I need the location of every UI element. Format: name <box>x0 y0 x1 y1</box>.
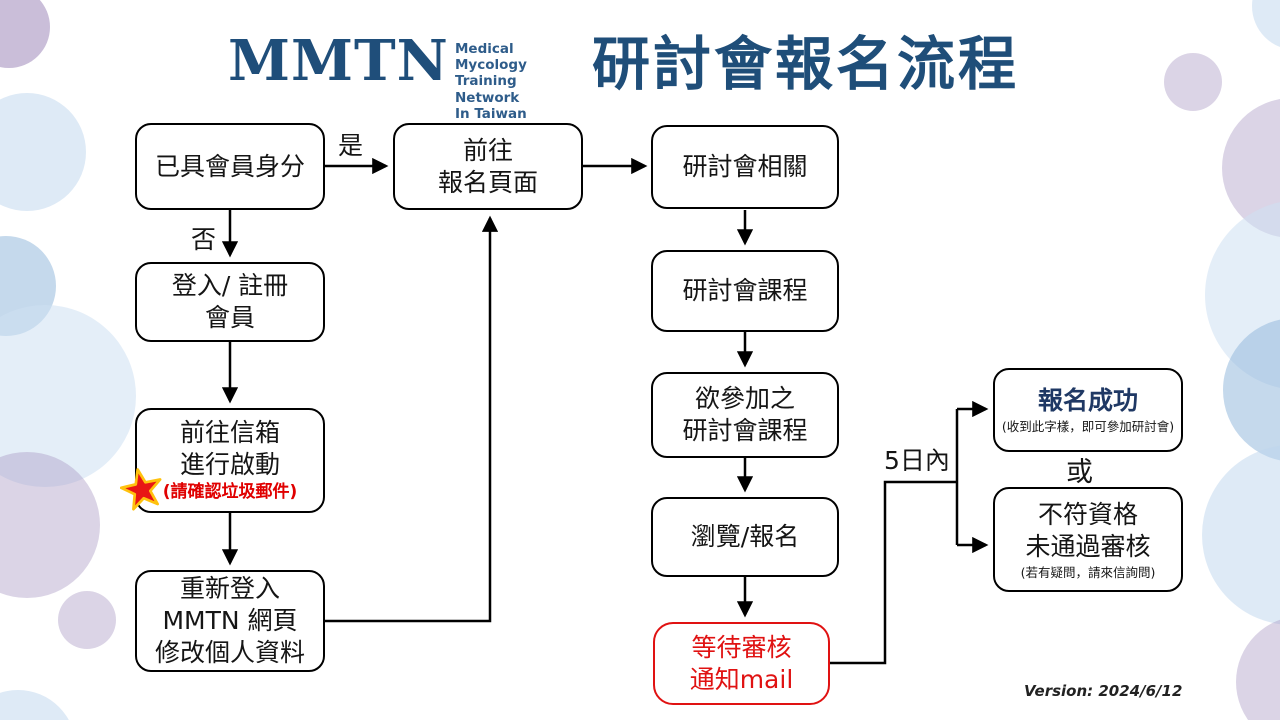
node-member-check: 已具會員身分 <box>135 123 325 210</box>
node-text: 研討會課程 <box>682 416 808 445</box>
logo-subtitle-line: In Taiwan <box>455 105 527 122</box>
logo-subtitle-line: Training Network <box>455 73 520 106</box>
label-no: 否 <box>191 225 217 254</box>
version-text: Version: 2024/6/12 <box>1024 682 1183 700</box>
decor-circle <box>1236 616 1280 720</box>
node-text: 通知mail <box>689 664 794 694</box>
node-text: 會員 <box>204 303 255 332</box>
mmtn-logo: MMTN <box>228 28 449 94</box>
decor-circle <box>0 0 50 68</box>
decor-circle <box>0 93 86 211</box>
node-login-register: 登入/ 註冊 會員 <box>135 262 325 342</box>
mmtn-logo-subtitle: Medical Mycology Training Network In Tai… <box>455 41 575 122</box>
node-text: 登入/ 註冊 <box>171 271 289 300</box>
node-seminar-related: 研討會相關 <box>651 125 839 209</box>
page-title: 研討會報名流程 <box>592 30 1020 98</box>
node-text: 欲參加之 <box>694 384 795 413</box>
node-text: 修改個人資料 <box>154 638 305 667</box>
decor-circle <box>1202 445 1280 625</box>
node-text: 已具會員身分 <box>154 151 305 181</box>
node-text: 不符資格 <box>1037 499 1138 529</box>
star-icon <box>120 468 162 511</box>
node-text: 前往信箱 <box>179 418 280 448</box>
decor-circle <box>0 690 76 720</box>
decor-circle <box>1205 200 1280 390</box>
node-mailbox-activate: 前往信箱 進行啟動 (請確認垃圾郵件) <box>135 408 325 513</box>
node-note-red: (請確認垃圾郵件) <box>162 482 298 503</box>
node-text: 研討會課程 <box>682 276 808 305</box>
decor-circle <box>1223 318 1280 462</box>
node-wait-review: 等待審核 通知mail <box>653 622 830 705</box>
decor-circle <box>0 305 136 487</box>
logo-subtitle-line: Medical Mycology <box>455 41 527 74</box>
node-note: (若有疑問，請來信詢問) <box>1020 564 1156 580</box>
decor-circle <box>0 452 100 598</box>
label-yes: 是 <box>338 131 364 160</box>
node-text: 等待審核 <box>691 632 792 662</box>
node-register-page: 前往 報名頁面 <box>393 123 583 210</box>
label-within-days: 5日內 <box>884 446 950 475</box>
node-relogin: 重新登入 MMTN 網頁 修改個人資料 <box>135 570 325 672</box>
node-seminar-courses: 研討會課程 <box>651 250 839 332</box>
node-text: 進行啟動 <box>179 450 280 480</box>
label-or: 或 <box>1066 457 1093 488</box>
node-desired-courses: 欲參加之 研討會課程 <box>651 372 839 458</box>
node-text: 研討會相關 <box>682 152 808 181</box>
node-text: 瀏覽/報名 <box>690 522 800 551</box>
node-rejected: 不符資格 未通過審核 (若有疑問，請來信詢問) <box>993 487 1183 592</box>
node-browse-register: 瀏覽/報名 <box>651 497 839 577</box>
node-text: 未通過審核 <box>1025 531 1151 561</box>
node-success: 報名成功 (收到此字樣，即可參加研討會) <box>993 368 1183 452</box>
node-text: MMTN 網頁 <box>162 606 298 635</box>
decor-circle <box>0 236 56 336</box>
decor-circle <box>58 591 116 649</box>
node-text: 重新登入 <box>179 574 280 603</box>
node-note: (收到此字樣，即可參加研討會) <box>1001 419 1175 435</box>
decor-circle <box>1222 98 1280 238</box>
node-text: 報名成功 <box>1037 386 1138 416</box>
node-text: 前往 <box>462 135 513 165</box>
node-text: 報名頁面 <box>437 167 538 197</box>
